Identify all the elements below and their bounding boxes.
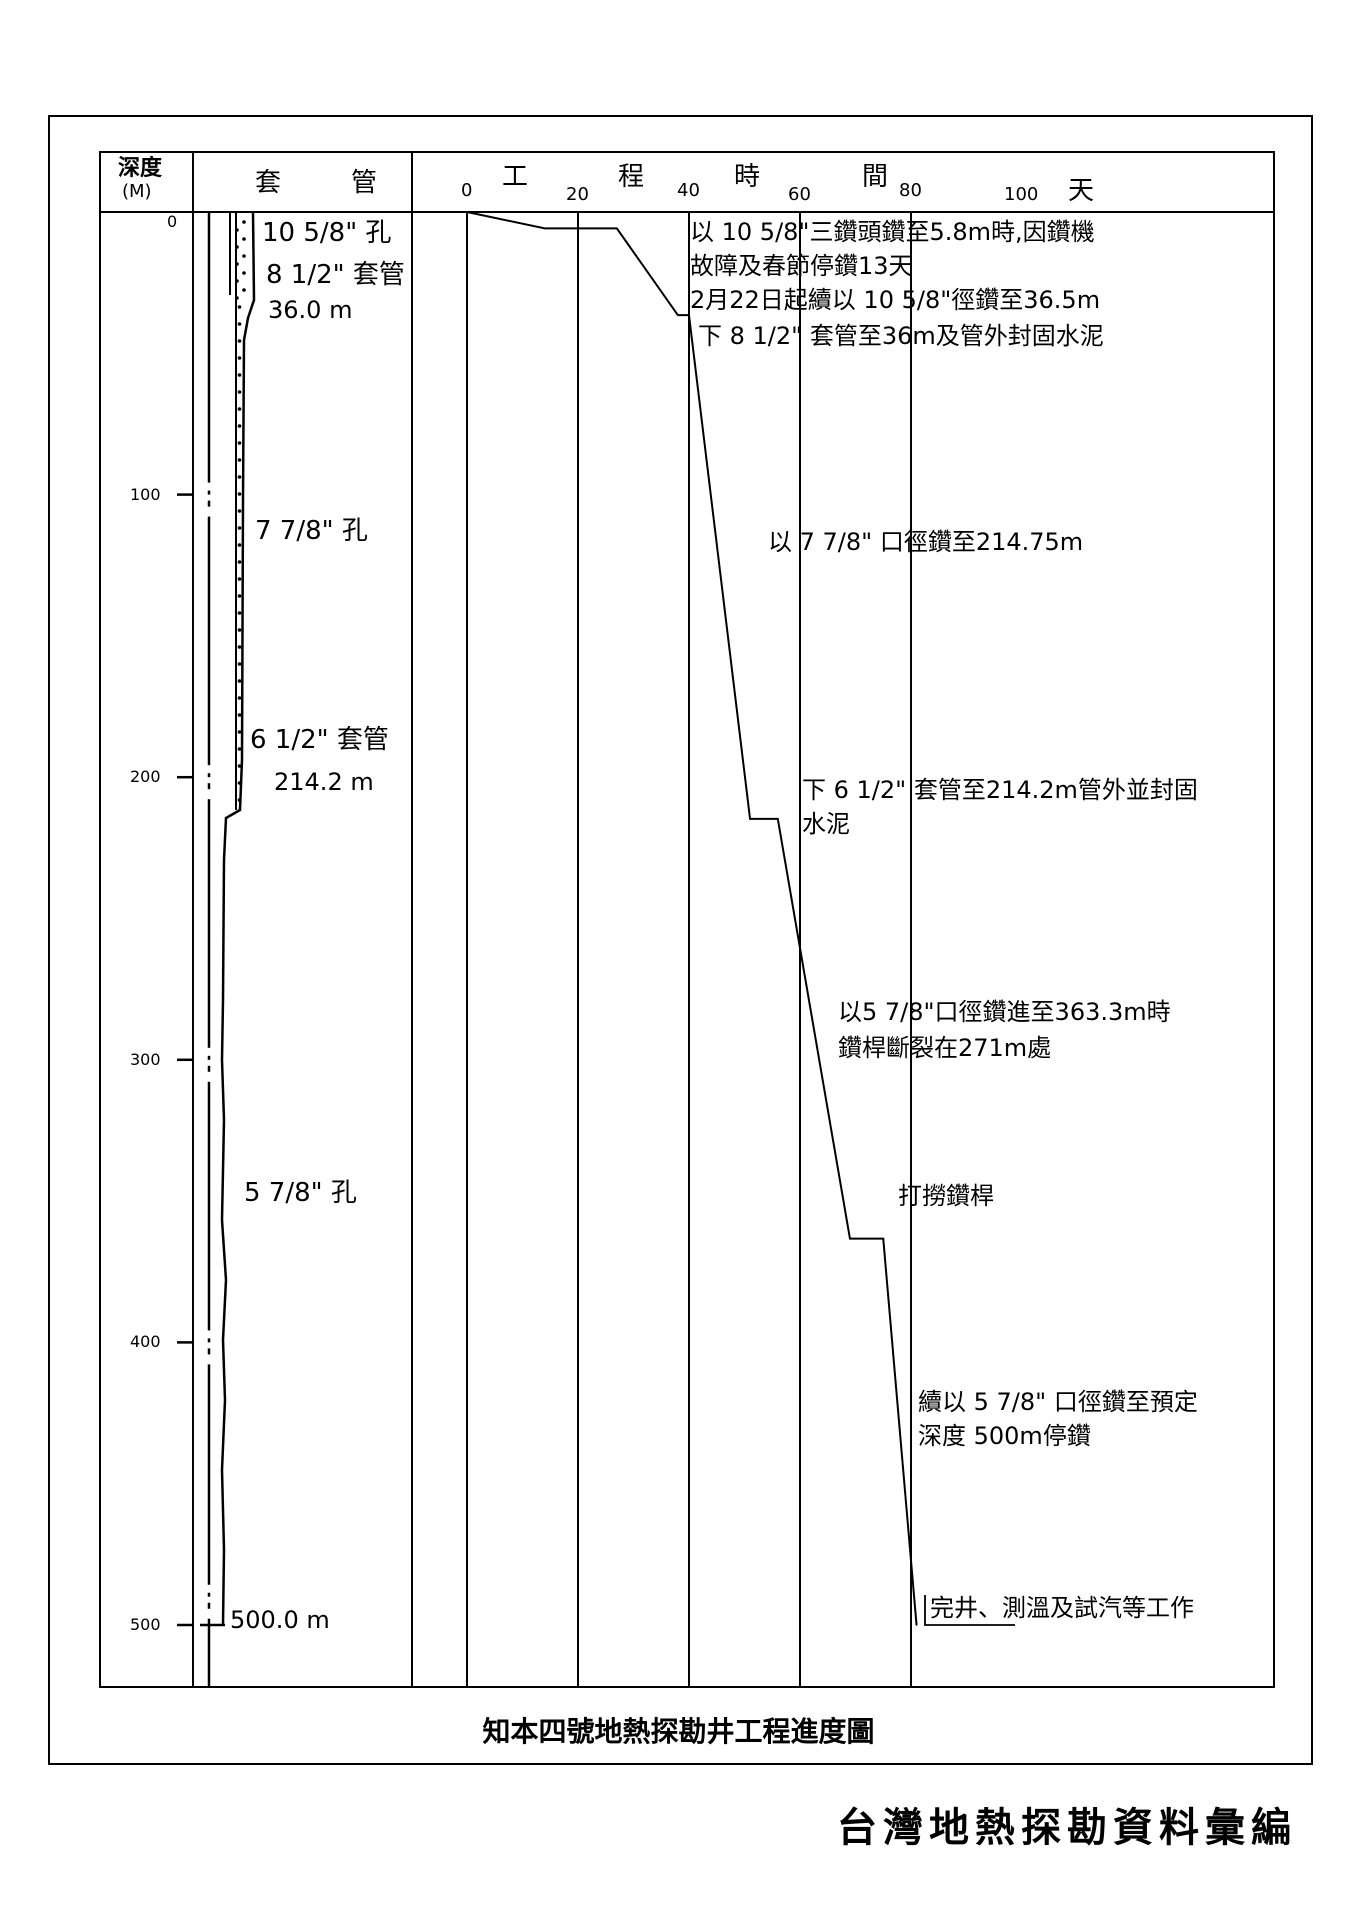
cement-dot — [242, 237, 246, 241]
progress-line — [466, 211, 918, 1626]
progress-point — [677, 314, 679, 316]
page-footer: 台灣地熱探勘資料彙編 — [837, 1805, 1297, 1851]
cement-dot — [237, 764, 242, 768]
x-tick-label: 80 — [899, 180, 922, 201]
progress-point — [616, 227, 618, 230]
annotation-5: 打撈鑽桿 — [898, 1182, 994, 1210]
x-tick-label: 20 — [566, 184, 589, 205]
annotation-4-line-1: 以5 7/8"口徑鑽進至363.3m時 — [838, 998, 1171, 1026]
cement-dot — [237, 458, 242, 462]
cement-dot — [237, 492, 242, 496]
progress-point — [466, 211, 468, 213]
casing-6-1-2-depth: 214.2 m — [274, 768, 374, 796]
cement-dot — [237, 475, 242, 479]
x-tick-label: 40 — [677, 180, 700, 201]
cement-dot — [235, 262, 239, 266]
cement-dot — [237, 730, 242, 734]
y-tick-label: 400 — [130, 1332, 161, 1352]
time-header-2: 程 — [618, 162, 645, 192]
x-tick-label: 0 — [461, 180, 473, 201]
cement-dot — [235, 279, 239, 283]
cement-dot — [235, 228, 239, 232]
casing-header: 套 管 — [255, 168, 400, 198]
completion-leader — [924, 1595, 1015, 1626]
x-tick-label: 100 — [1004, 184, 1039, 205]
hole-5-7-8-label: 5 7/8" 孔 — [244, 1178, 357, 1208]
annotation-1-line-3: 2月22日起續以 10 5/8"徑鑽至36.5m — [690, 286, 1101, 314]
annotation-4-line-2: 鑽桿斷裂在271m處 — [838, 1034, 1052, 1062]
cement-dot — [237, 407, 242, 411]
cement-dot — [237, 645, 242, 649]
cement-dot — [237, 560, 242, 564]
annotation-3-line-1: 下 6 1/2" 套管至214.2m管外並封固 — [802, 776, 1198, 804]
cement-dot — [237, 424, 242, 428]
cement-dot — [237, 390, 242, 394]
time-header-1: 工 — [502, 162, 529, 192]
cement-dot — [237, 781, 242, 785]
depth-unit: (M) — [122, 181, 152, 202]
progress-point — [777, 818, 779, 820]
chart-frame — [99, 151, 1275, 1688]
progress-point — [749, 818, 751, 820]
cement-dot — [242, 288, 246, 292]
depth-header: 深度 — [118, 156, 163, 181]
y-tick-label: 500 — [130, 1615, 161, 1634]
annotation-3-line-2: 水泥 — [802, 810, 850, 838]
annotation-7: 完井、測溫及試汽等工作 — [930, 1594, 1194, 1622]
cement-dot — [237, 713, 242, 717]
progress-point — [688, 314, 690, 316]
cement-dot — [242, 271, 246, 275]
casing-8-1-2-depth: 36.0 m — [268, 296, 353, 324]
cement-dot — [237, 577, 242, 581]
cement-dot — [237, 628, 242, 632]
cement-dot — [237, 356, 242, 360]
cement-dot — [237, 594, 242, 598]
cement-dot — [237, 509, 242, 513]
y-tick-label: 200 — [130, 767, 161, 787]
annotation-6-line-1: 續以 5 7/8" 口徑鑽至預定 — [918, 1388, 1198, 1416]
progress-point — [543, 227, 546, 230]
cement-dot — [237, 441, 242, 445]
cement-dot — [237, 526, 242, 530]
cement-dot — [237, 611, 242, 615]
progress-point — [849, 1237, 851, 1240]
total-depth-label: 500.0 m — [230, 1606, 330, 1634]
figure-border — [48, 115, 1313, 1765]
x-tick-label: 60 — [788, 184, 811, 205]
y-tick-label: 0 — [167, 212, 178, 231]
progress-point — [915, 1624, 918, 1626]
figure-caption: 知本四號地熱探勘井工程進度圖 — [482, 1715, 875, 1748]
hole-10-5-8-label: 10 5/8" 孔 — [262, 218, 392, 248]
cement-dot — [237, 322, 242, 326]
cement-dot — [237, 798, 242, 802]
cement-dot — [237, 339, 242, 343]
cement-dot — [235, 296, 239, 300]
cement-dot — [237, 373, 242, 377]
annotation-1-line-4: 下 8 1/2" 套管至36m及管外封固水泥 — [698, 322, 1104, 350]
progress-point — [882, 1237, 885, 1240]
annotation-1-line-1: 以 10 5/8"三鑽頭鑽至5.8m時,因鑽機 — [690, 218, 1095, 246]
annotation-6-line-2: 深度 500m停鑽 — [918, 1422, 1091, 1450]
annotation-2: 以 7 7/8" 口徑鑽至214.75m — [768, 528, 1084, 556]
cement-dot — [242, 220, 246, 224]
time-unit: 天 — [1068, 176, 1095, 206]
time-header-4: 間 — [862, 162, 889, 192]
hole-wall-outline — [220, 211, 256, 1626]
time-header-3: 時 — [734, 162, 761, 192]
hole-7-7-8-label: 7 7/8" 孔 — [255, 516, 368, 546]
casing-8-1-2-label: 8 1/2" 套管 — [266, 260, 405, 290]
cement-dot — [237, 747, 242, 751]
cement-dot — [235, 245, 239, 249]
casing-6-1-2-label: 6 1/2" 套管 — [250, 725, 389, 755]
cement-dot — [237, 305, 242, 309]
cement-dot — [237, 696, 242, 700]
annotation-1-line-2: 故障及春節停鑽13天 — [690, 252, 913, 280]
cement-dot — [237, 679, 242, 683]
y-tick-label: 300 — [130, 1049, 161, 1069]
cement-dot — [237, 543, 242, 547]
cement-dot — [242, 254, 246, 258]
cement-dot — [237, 662, 242, 666]
y-tick-label: 100 — [130, 484, 161, 504]
